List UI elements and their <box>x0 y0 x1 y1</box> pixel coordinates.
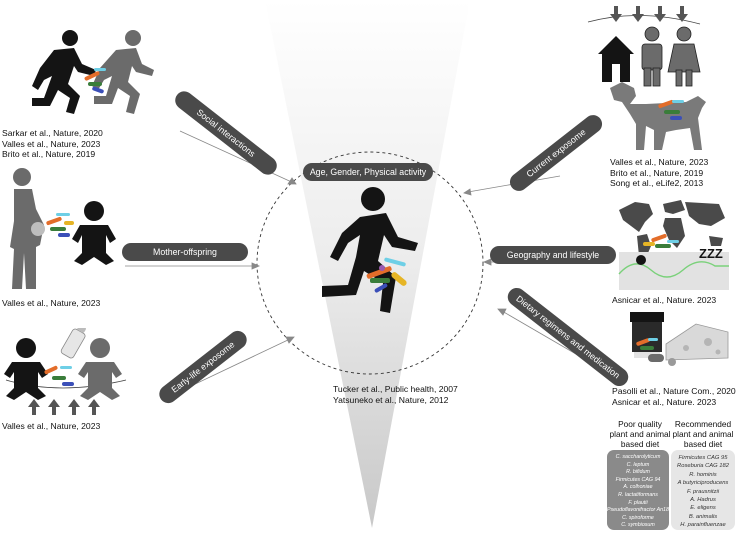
list-item: Pseudoflavonifractor An184 <box>607 507 672 514</box>
baby-icon <box>72 201 116 265</box>
recommended-diet-species-list: Firmicutes CAG 95 Roseburia CAG 182 R. h… <box>671 450 735 530</box>
cheese-icon <box>665 323 729 361</box>
food-icons <box>630 312 729 366</box>
list-item: C. innocuum <box>623 529 653 536</box>
list-item: Firmicutes CAG 95 <box>678 455 728 461</box>
arrows-down-icon <box>610 6 688 22</box>
runners-icon <box>32 30 154 114</box>
microbe-cluster-icon <box>366 257 407 293</box>
current-citations: Valles et al., Nature, 2023 Brito et al.… <box>610 157 708 189</box>
citation: Valles et al., Nature, 2023 <box>610 157 709 167</box>
citation: Valles et al., Nature, 2023 <box>2 298 101 308</box>
mother-citations: Valles et al., Nature, 2023 <box>2 298 100 309</box>
bottle-icon <box>60 328 86 359</box>
list-item: C. symbiosum <box>621 522 655 529</box>
recommended-diet-heading: Recommended plant and animal based diet <box>672 419 734 449</box>
poor-diet-species-list: C. saccharolyticum C. leptum R. bifidum … <box>607 450 672 536</box>
list-item: C. saccharolyticum <box>615 454 661 460</box>
list-item: R. lactatiformans <box>618 491 658 498</box>
sleep-icon: ZZZ <box>699 246 723 261</box>
citation: Sarkar et al., Nature, 2020 <box>2 128 103 138</box>
factor-label-mother: Mother-offspring <box>122 243 248 261</box>
poor-diet-heading: Poor quality plant and animal based diet <box>609 419 671 449</box>
pill-icon <box>648 354 676 366</box>
citation: Asnicar et al., Nature. 2023 <box>612 396 717 407</box>
list-item: Roseburia CAG 182 <box>677 463 729 470</box>
citation: Valles et al., Nature, 2023 <box>2 421 101 431</box>
babies-icon <box>4 328 122 400</box>
list-item: E. eligens <box>690 505 716 512</box>
dog-icon <box>610 82 706 150</box>
center-citations: Tucker et al., Public health, 2007 Yatsu… <box>333 384 458 405</box>
citation: Song et al., eLife2, 2013 <box>610 178 704 188</box>
food-container-icon <box>630 312 664 358</box>
list-item: F. prausnitzii <box>686 488 720 495</box>
arrows-up-icon <box>28 399 100 415</box>
citation: Brito et al., Nature, 2019 <box>2 149 96 159</box>
world-map-icon: ZZZ <box>618 200 729 290</box>
factor-label-geography: Geography and lifestyle <box>490 246 616 264</box>
citation: Yatsuneko et al., Nature, 2012 <box>333 394 449 405</box>
house-icon <box>598 36 634 82</box>
citation: Valles et al., Nature, 2023 <box>2 138 101 149</box>
list-item: R. bifidum <box>626 469 650 476</box>
svg-text:ZZZ: ZZZ <box>699 246 723 261</box>
list-item: A. colhoniae <box>623 484 653 491</box>
dietary-citations: Pasolli et al., Nature Com., 2020 Asnica… <box>612 386 736 407</box>
center-circle <box>256 151 484 375</box>
earlylife-citations: Valles et al., Nature, 2023 <box>2 421 100 432</box>
pregnant-woman-icon <box>10 168 116 289</box>
social-citations: Sarkar et al., Nature, 2020 Valles et al… <box>2 128 103 160</box>
list-item: R. hominis <box>689 471 717 478</box>
list-item: B. animalis <box>688 513 718 520</box>
list-item: C. leptum <box>626 461 650 468</box>
list-item: Firmicutes CAG 94 <box>615 476 661 483</box>
citation: Pasolli et al., Nature Com., 2020 <box>612 386 736 396</box>
citation: Brito et al., Nature, 2019 <box>610 167 704 178</box>
list-item: A butyriciproducens <box>677 480 729 487</box>
citation: Tucker et al., Public health, 2007 <box>333 384 458 394</box>
center-label: Age, Gender, Physical activity <box>303 163 433 181</box>
family-icon <box>641 26 701 87</box>
list-item: A. Hadrus <box>690 497 716 504</box>
running-person-icon <box>322 187 418 313</box>
list-item: C. spiroforme <box>622 514 654 521</box>
list-item: F. plautii <box>628 499 648 506</box>
geography-citations: Asnicar et al., Nature. 2023 <box>612 295 716 306</box>
citation: Asnicar et al., Nature. 2023 <box>612 295 717 305</box>
list-item: H. parainfluenzae <box>680 522 726 529</box>
